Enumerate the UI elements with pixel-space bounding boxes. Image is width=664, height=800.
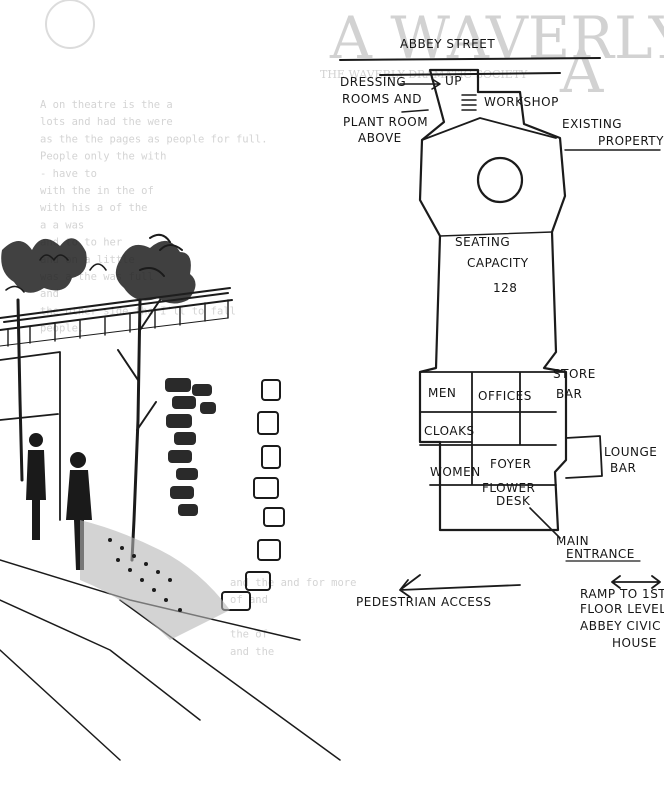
plant-room-label-line1: PLANT ROOM: [343, 115, 428, 129]
abbey-street-label: ABBEY STREET: [400, 37, 495, 51]
ghost-header: A WAVERLY LOOK THE WAVERLY DRAMATIC SOCI…: [45, 0, 664, 107]
cloaks-label: CLOAKS: [424, 424, 475, 438]
flower-desk-label-line1: FLOWER: [482, 481, 535, 495]
floor-plan: ABBEY STREET UP SEATING CAPACITY 128 MEN…: [339, 37, 664, 650]
dressing-rooms-label-line1: DRESSING: [340, 75, 406, 89]
background-text-line: people.: [40, 323, 84, 335]
abbey-civic-label-line2: HOUSE: [612, 636, 657, 650]
offices-label: OFFICES: [478, 389, 532, 403]
ramp-label-line1: RAMP TO 1ST: [580, 587, 664, 601]
main-entrance-label-line2: ENTRANCE: [566, 547, 635, 561]
foyer-label: FOYER: [490, 457, 531, 471]
background-text-line: as the the pages as people for full.: [40, 133, 268, 145]
seating-label-line2: CAPACITY: [467, 256, 529, 270]
stage-circle: [476, 156, 524, 204]
dressing-rooms-label-line2: ROOMS AND: [342, 92, 422, 106]
lounge-bar-label-line2: BAR: [610, 461, 636, 475]
background-text-line: and the: [230, 646, 274, 658]
background-text-line: - have to: [40, 168, 97, 180]
abbey-civic-label-line1: ABBEY CIVIC: [580, 619, 661, 633]
background-text-line: People only the with: [40, 151, 166, 163]
background-text-line: with the in the of: [40, 185, 154, 197]
background-text-line: the of: [230, 629, 268, 641]
plant-room-label-line2: ABOVE: [358, 131, 402, 145]
background-text-line: A on theatre is the a: [40, 99, 173, 111]
ghost-header-letters: A: [559, 37, 604, 107]
background-text-line: and: [40, 288, 59, 300]
background-text-line: with his a of the: [40, 202, 147, 214]
background-text-line: lots and had the were: [40, 116, 173, 128]
store-bar-label-line1: STORE: [553, 367, 596, 381]
existing-property-label-line1: EXISTING: [562, 117, 622, 131]
up-label: UP: [445, 74, 462, 88]
ghost-emblem-icon: [45, 0, 95, 49]
store-bar-label-line2: BAR: [556, 387, 582, 401]
lounge-bar-label-line1: LOUNGE: [604, 445, 657, 459]
ghost-header-title: A WAVERLY LOOK: [329, 4, 664, 72]
background-text-line: of and: [230, 594, 268, 606]
women-label: WOMEN: [430, 465, 481, 479]
background-text-line: and the and for more: [230, 577, 356, 589]
main-entrance-label-line1: MAIN: [556, 534, 589, 548]
seating-capacity-value: 128: [493, 281, 517, 295]
workshop-label: WORKSHOP: [484, 95, 559, 109]
flower-desk-label-line2: DESK: [496, 494, 531, 508]
background-text-line: a a was: [40, 219, 84, 231]
men-label: MEN: [428, 386, 456, 400]
pedestrian-access-label: PEDESTRIAN ACCESS: [356, 595, 492, 609]
seating-label-line1: SEATING: [455, 235, 510, 249]
street-sketch-illustration: [0, 233, 341, 761]
existing-property-label-line2: PROPERTY: [598, 134, 664, 148]
ramp-label-line2: FLOOR LEVEL: [580, 602, 664, 616]
